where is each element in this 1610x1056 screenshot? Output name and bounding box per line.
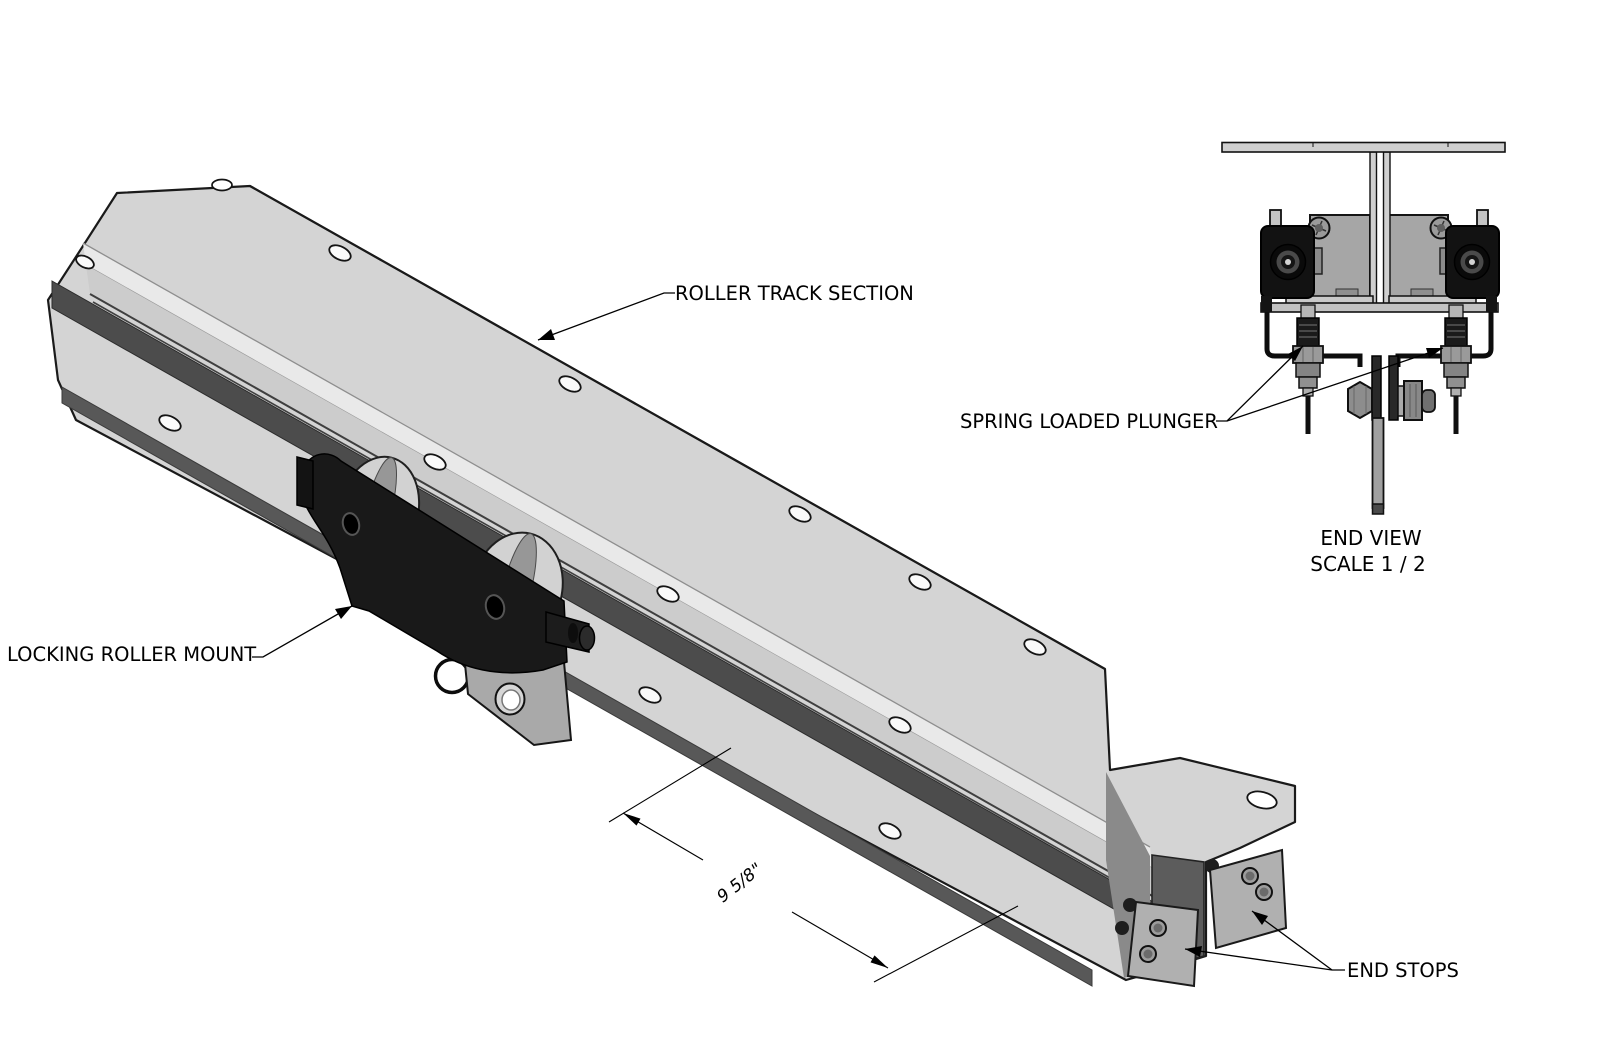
bumper <box>1123 898 1137 912</box>
extension-line <box>873 905 1019 983</box>
leader-arrowhead <box>538 329 555 340</box>
leader-arrowhead <box>1426 348 1443 358</box>
locking-roller-mount <box>296 453 596 747</box>
far-edge-line <box>249 185 1106 670</box>
end-stop-right-bolts <box>1241 867 1273 901</box>
label-spring-loaded-plunger: SPRING LOADED PLUNGER <box>960 410 1218 433</box>
rail-edge-line-a <box>89 293 1155 898</box>
end-stop-right <box>1208 848 1288 950</box>
channel-web-right <box>1382 151 1391 306</box>
hanging-bar <box>1371 417 1385 509</box>
end-stop-left-bolts <box>1139 919 1167 963</box>
leader-line <box>1184 948 1345 971</box>
label-end-stops: END STOPS <box>1347 959 1459 982</box>
end-stop-left <box>1126 900 1200 988</box>
leader-arrowhead <box>1185 946 1202 957</box>
bracket-frame-left <box>1264 297 1363 367</box>
leader-arrowhead <box>335 606 352 619</box>
bolt-end-cap <box>1421 389 1436 413</box>
mount-black-plate <box>304 453 568 674</box>
leader-arrowhead <box>1288 346 1303 361</box>
dimension-text: 9 5/8" <box>715 859 765 908</box>
annotations: ROLLER TRACK SECTION LOCKING ROLLER MOUN… <box>7 282 1459 983</box>
ridge-line <box>82 242 1151 848</box>
track-bottom-edge <box>61 386 1093 987</box>
end-notch-hole <box>211 178 233 192</box>
spring-plunger-left <box>1292 304 1324 434</box>
bracket-frame-right <box>1395 297 1494 367</box>
track-slope-face <box>86 265 1154 897</box>
track-holes-top-flange <box>328 244 1047 656</box>
end-view: END VIEW SCALE 1 / 2 <box>1221 141 1506 576</box>
bracket-stub <box>1486 296 1497 312</box>
callout-roller-track-section: ROLLER TRACK SECTION <box>537 282 914 341</box>
main-isometric-view <box>46 178 1297 988</box>
hanging-bar-tip <box>1371 503 1385 515</box>
roller-housing-left <box>1260 225 1315 299</box>
channel-web-left <box>1369 151 1378 306</box>
bumper <box>1115 921 1129 935</box>
end-view-scale: SCALE 1 / 2 <box>1310 552 1425 576</box>
callout-locking-roller-mount: LOCKING ROLLER MOUNT <box>7 605 353 666</box>
leader-arrowhead <box>1252 911 1268 925</box>
track-bend-highlight <box>83 243 1152 868</box>
plate-hole <box>341 512 361 536</box>
mount-bolt-bracket <box>545 611 590 653</box>
bolt-collar <box>568 623 578 643</box>
bracket-stub <box>1261 296 1272 312</box>
bolt-nut <box>1403 380 1423 421</box>
tab-large-hole-inner <box>501 689 521 711</box>
plate-hole <box>484 594 506 620</box>
leader-line <box>537 292 675 341</box>
mount-left-tab <box>296 456 314 510</box>
track-holes-slope-row <box>75 254 912 734</box>
leader-line <box>1251 910 1333 971</box>
end-stops-assembly <box>1115 848 1288 988</box>
leader-line <box>1226 347 1444 422</box>
dimension-arrowhead <box>623 813 641 826</box>
label-roller-track-section: ROLLER TRACK SECTION <box>675 282 914 305</box>
dimension-arrowhead <box>870 955 888 968</box>
leader-line <box>252 605 353 658</box>
roller-housing-right <box>1445 225 1500 299</box>
bolt-hex-head <box>1347 380 1373 420</box>
channel-top-flange <box>1221 141 1506 153</box>
label-locking-roller-mount: LOCKING ROLLER MOUNT <box>7 643 256 666</box>
callout-end-stops: END STOPS <box>1184 910 1459 982</box>
rail-edge-line-b <box>92 301 1157 905</box>
dimension-line <box>791 911 889 969</box>
callout-spring-loaded-plunger: SPRING LOADED PLUNGER <box>960 345 1444 433</box>
end-view-title: END VIEW <box>1320 526 1422 550</box>
extension-line <box>608 747 732 823</box>
bolt-head <box>578 625 596 651</box>
strap-plate <box>1371 355 1382 421</box>
tab-hole <box>1246 790 1278 810</box>
spring-plunger-right <box>1440 304 1472 434</box>
